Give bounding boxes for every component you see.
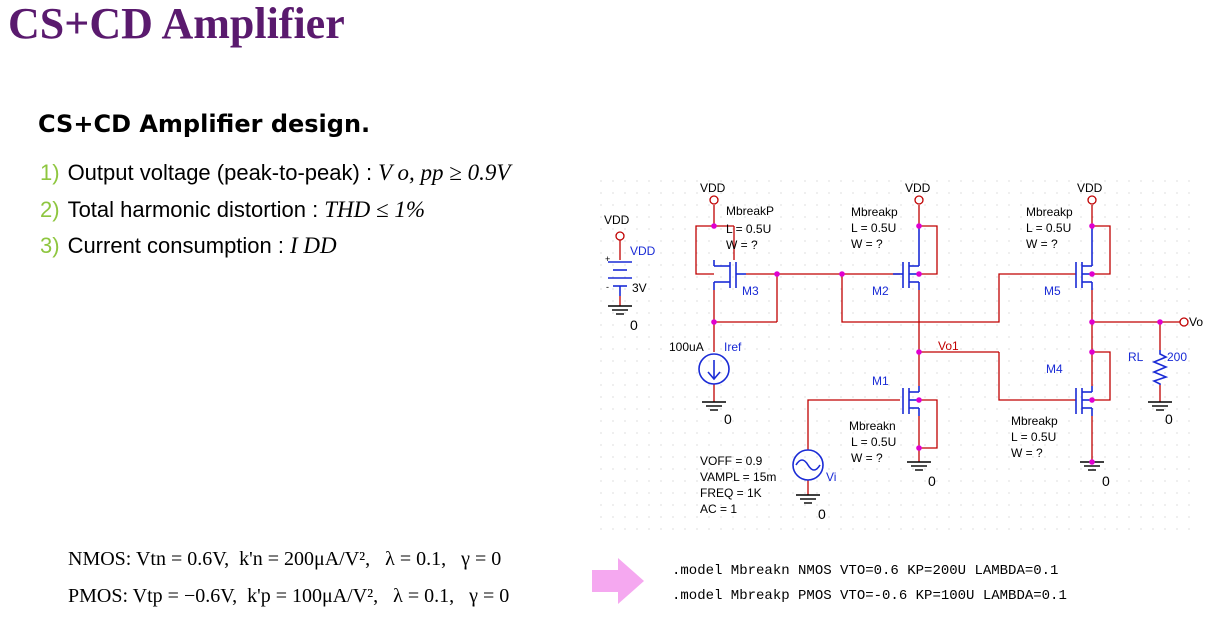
m2-width: W = ? [851, 237, 883, 251]
source-name: VDD [630, 244, 656, 258]
m4-model: Mbreakp [1011, 414, 1058, 428]
m2-model: Mbreakp [851, 205, 898, 219]
circuit-schematic: VDD VDD VDD VDD VDD 3V + - 0 MbreakP L =… [596, 176, 1203, 530]
requirement-formula: V o, pp ≥ 0.9V [378, 160, 511, 185]
page-title: CS+CD Amplifier [8, 0, 345, 48]
ground-label: 0 [1102, 473, 1110, 489]
arrow-right-icon [592, 558, 644, 604]
vdd-label: VDD [700, 181, 726, 195]
m1-length: L = 0.5U [851, 435, 896, 449]
vo-label: Vo [1189, 315, 1203, 329]
m4-label: M4 [1046, 362, 1063, 376]
vdd-label: VDD [1077, 181, 1103, 195]
source-value: 3V [632, 281, 647, 295]
ground-label: 0 [928, 473, 936, 489]
requirement-formula: THD ≤ 1% [324, 197, 426, 222]
rl-name: RL [1128, 350, 1144, 364]
m5-width: W = ? [1026, 237, 1058, 251]
pmos-parameters: PMOS: Vtp = −0.6V, k'p = 100μA/V², λ = 0… [68, 585, 510, 607]
plus-sign: + [605, 254, 610, 264]
m1-label: M1 [872, 374, 889, 388]
m3-length: L = 0.5U [726, 222, 771, 236]
requirement-text: Current consumption : [67, 233, 284, 258]
minus-sign: - [606, 282, 609, 292]
m2-label: M2 [872, 284, 889, 298]
iref-value: 100uA [669, 340, 704, 354]
m1-model: Mbreakn [849, 419, 896, 433]
vi-label: Vi [826, 470, 836, 484]
voff-label: VOFF = 0.9 [700, 454, 763, 468]
m4-width: W = ? [1011, 446, 1043, 460]
requirement-text: Total harmonic distortion : [67, 197, 319, 222]
vampl-label: VAMPL = 15m [700, 470, 776, 484]
rl-value: 200 [1167, 350, 1187, 364]
m4-length: L = 0.5U [1011, 430, 1056, 444]
requirement-number: 1) [40, 160, 60, 185]
m5-length: L = 0.5U [1026, 221, 1071, 235]
ground-symbol [608, 305, 632, 315]
ac-label: AC = 1 [700, 502, 737, 516]
ground-label: 0 [1165, 411, 1173, 427]
m5-label: M5 [1044, 284, 1061, 298]
m3-model: MbreakP [726, 204, 774, 218]
requirement-item: 2) Total harmonic distortion :THD ≤ 1% [40, 197, 425, 223]
nmos-parameters: NMOS: Vtn = 0.6V, k'n = 200μA/V², λ = 0.… [68, 548, 502, 570]
m5-model: Mbreakp [1026, 205, 1073, 219]
m3-width: W = ? [726, 238, 758, 252]
vdd-label: VDD [604, 213, 630, 227]
ground-label: 0 [724, 411, 732, 427]
section-subtitle: CS+CD Amplifier design. [38, 110, 371, 138]
requirement-text: Output voltage (peak-to-peak) : [67, 160, 373, 185]
requirement-item: 3) Current consumption :I DD [40, 233, 337, 259]
requirement-number: 3) [40, 233, 60, 258]
freq-label: FREQ = 1K [700, 486, 762, 500]
requirement-item: 1) Output voltage (peak-to-peak) :V o, pp… [40, 160, 510, 186]
requirement-number: 2) [40, 197, 60, 222]
vo1-label: Vo1 [938, 339, 959, 353]
iref-name: Iref [724, 340, 742, 354]
m3-label: M3 [742, 284, 759, 298]
nmos-model-line: .model Mbreakn NMOS VTO=0.6 KP=200U LAMB… [672, 563, 1059, 579]
m2-length: L = 0.5U [851, 221, 896, 235]
requirement-formula: I DD [290, 233, 337, 258]
pmos-model-line: .model Mbreakp PMOS VTO=-0.6 KP=100U LAM… [672, 588, 1067, 604]
ground-label: 0 [630, 317, 638, 333]
ground-label: 0 [818, 506, 826, 522]
vdd-label: VDD [905, 181, 931, 195]
m1-width: W = ? [851, 451, 883, 465]
